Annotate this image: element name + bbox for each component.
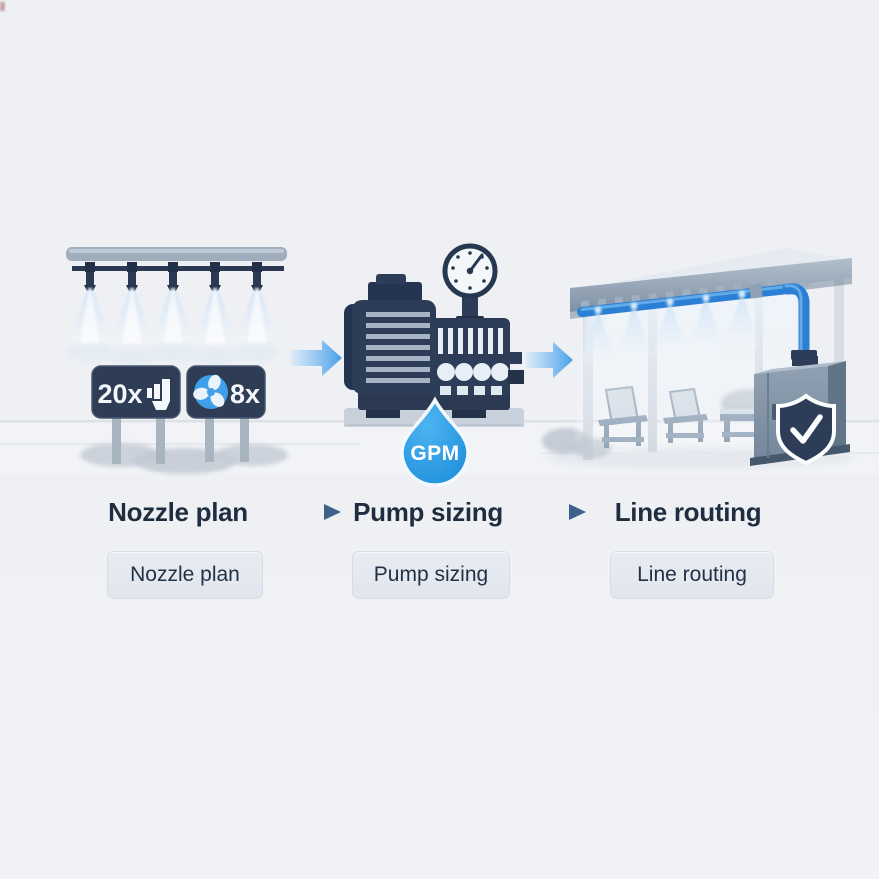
flow-unit-label: GPM xyxy=(410,442,459,465)
step-arrow-icon xyxy=(252,504,341,520)
mount-rail xyxy=(69,249,284,253)
step-heading-pump-sizing: Pump sizing xyxy=(353,497,503,527)
misting-nozzle-icon xyxy=(147,379,170,410)
step-pill-pump-sizing: Pump sizing xyxy=(352,551,510,599)
mist-spray xyxy=(66,288,281,348)
corner-artifact xyxy=(0,2,5,11)
fan-count-badge: 8x xyxy=(186,365,266,419)
nozzle-array-illustration: 20x 8x xyxy=(66,247,288,474)
pump-illustration: GPM xyxy=(344,243,524,487)
flow-arrow-icon xyxy=(526,342,573,378)
shield-check-icon xyxy=(776,393,836,466)
step-pill-line-routing: Line routing xyxy=(610,551,774,599)
nozzle-count-label: 20x xyxy=(97,379,142,409)
step-pill-nozzle-plan: Nozzle plan xyxy=(107,551,263,599)
badge-posts xyxy=(112,416,249,464)
step-pill-label: Nozzle plan xyxy=(130,563,240,586)
mist-nozzles xyxy=(66,262,281,365)
line-mist-spray xyxy=(578,290,762,368)
step-heading-nozzle-plan: Nozzle plan xyxy=(108,497,248,527)
pressure-gauge-icon xyxy=(442,243,498,325)
water-drop-icon: GPM xyxy=(400,396,470,487)
mist-haze xyxy=(68,343,279,365)
step-pill-label: Line routing xyxy=(637,563,747,586)
pump-head xyxy=(430,318,524,396)
step-arrow-icon xyxy=(505,504,586,520)
patio-illustration xyxy=(542,248,852,466)
pump-motor xyxy=(344,274,436,394)
fan-count-label: 8x xyxy=(230,379,260,409)
fan-icon xyxy=(193,374,228,409)
nozzle-count-badge: 20x xyxy=(91,365,181,419)
step-heading-line-routing: Line routing xyxy=(614,497,762,527)
flow-arrow-icon xyxy=(291,340,342,376)
misting-line xyxy=(577,283,817,368)
step-pill-label: Pump sizing xyxy=(373,563,489,586)
